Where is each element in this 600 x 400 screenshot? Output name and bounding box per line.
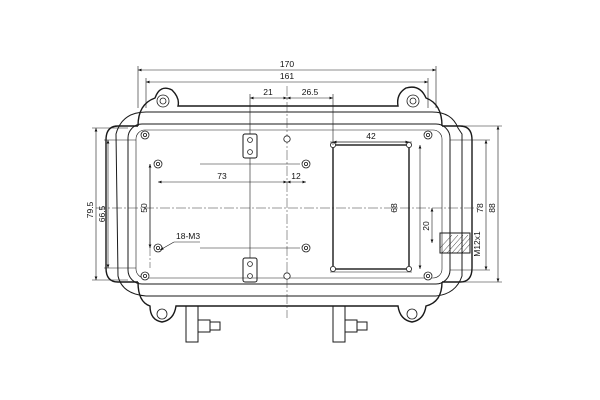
dim-right-height-2: 88 xyxy=(487,203,497,213)
dim-hinge-spacing: 21 xyxy=(263,87,273,97)
dim-window-width: 42 xyxy=(366,131,376,141)
dim-inner-height: 66.5 xyxy=(97,205,107,222)
cable-gland xyxy=(439,232,471,254)
display-window xyxy=(329,141,412,273)
enclosure-outline xyxy=(105,86,473,323)
dimension-lines xyxy=(92,66,502,283)
dim-hole-offset: 12 xyxy=(291,171,301,181)
dim-window-height: 68 xyxy=(389,203,399,213)
bottom-latches xyxy=(185,305,368,343)
dim-hole-callout: 18-M3 xyxy=(176,231,200,241)
dim-hole-spacing: 73 xyxy=(217,171,227,181)
dim-hole-height: 50 xyxy=(139,203,149,213)
dim-thread: M12x1 xyxy=(472,231,482,257)
dim-hinge-offset: 26.5 xyxy=(302,87,319,97)
mounting-holes xyxy=(149,159,311,253)
hinge-brackets xyxy=(242,133,291,283)
dim-right-height-1: 78 xyxy=(475,203,485,213)
dim-overall-width: 170 xyxy=(280,59,294,69)
centerlines xyxy=(96,86,480,318)
dim-gland-offset: 20 xyxy=(421,221,431,231)
dim-overall-height: 79.5 xyxy=(85,201,95,218)
corner-screw-holes xyxy=(140,130,433,281)
dim-inner-width: 161 xyxy=(280,71,294,81)
